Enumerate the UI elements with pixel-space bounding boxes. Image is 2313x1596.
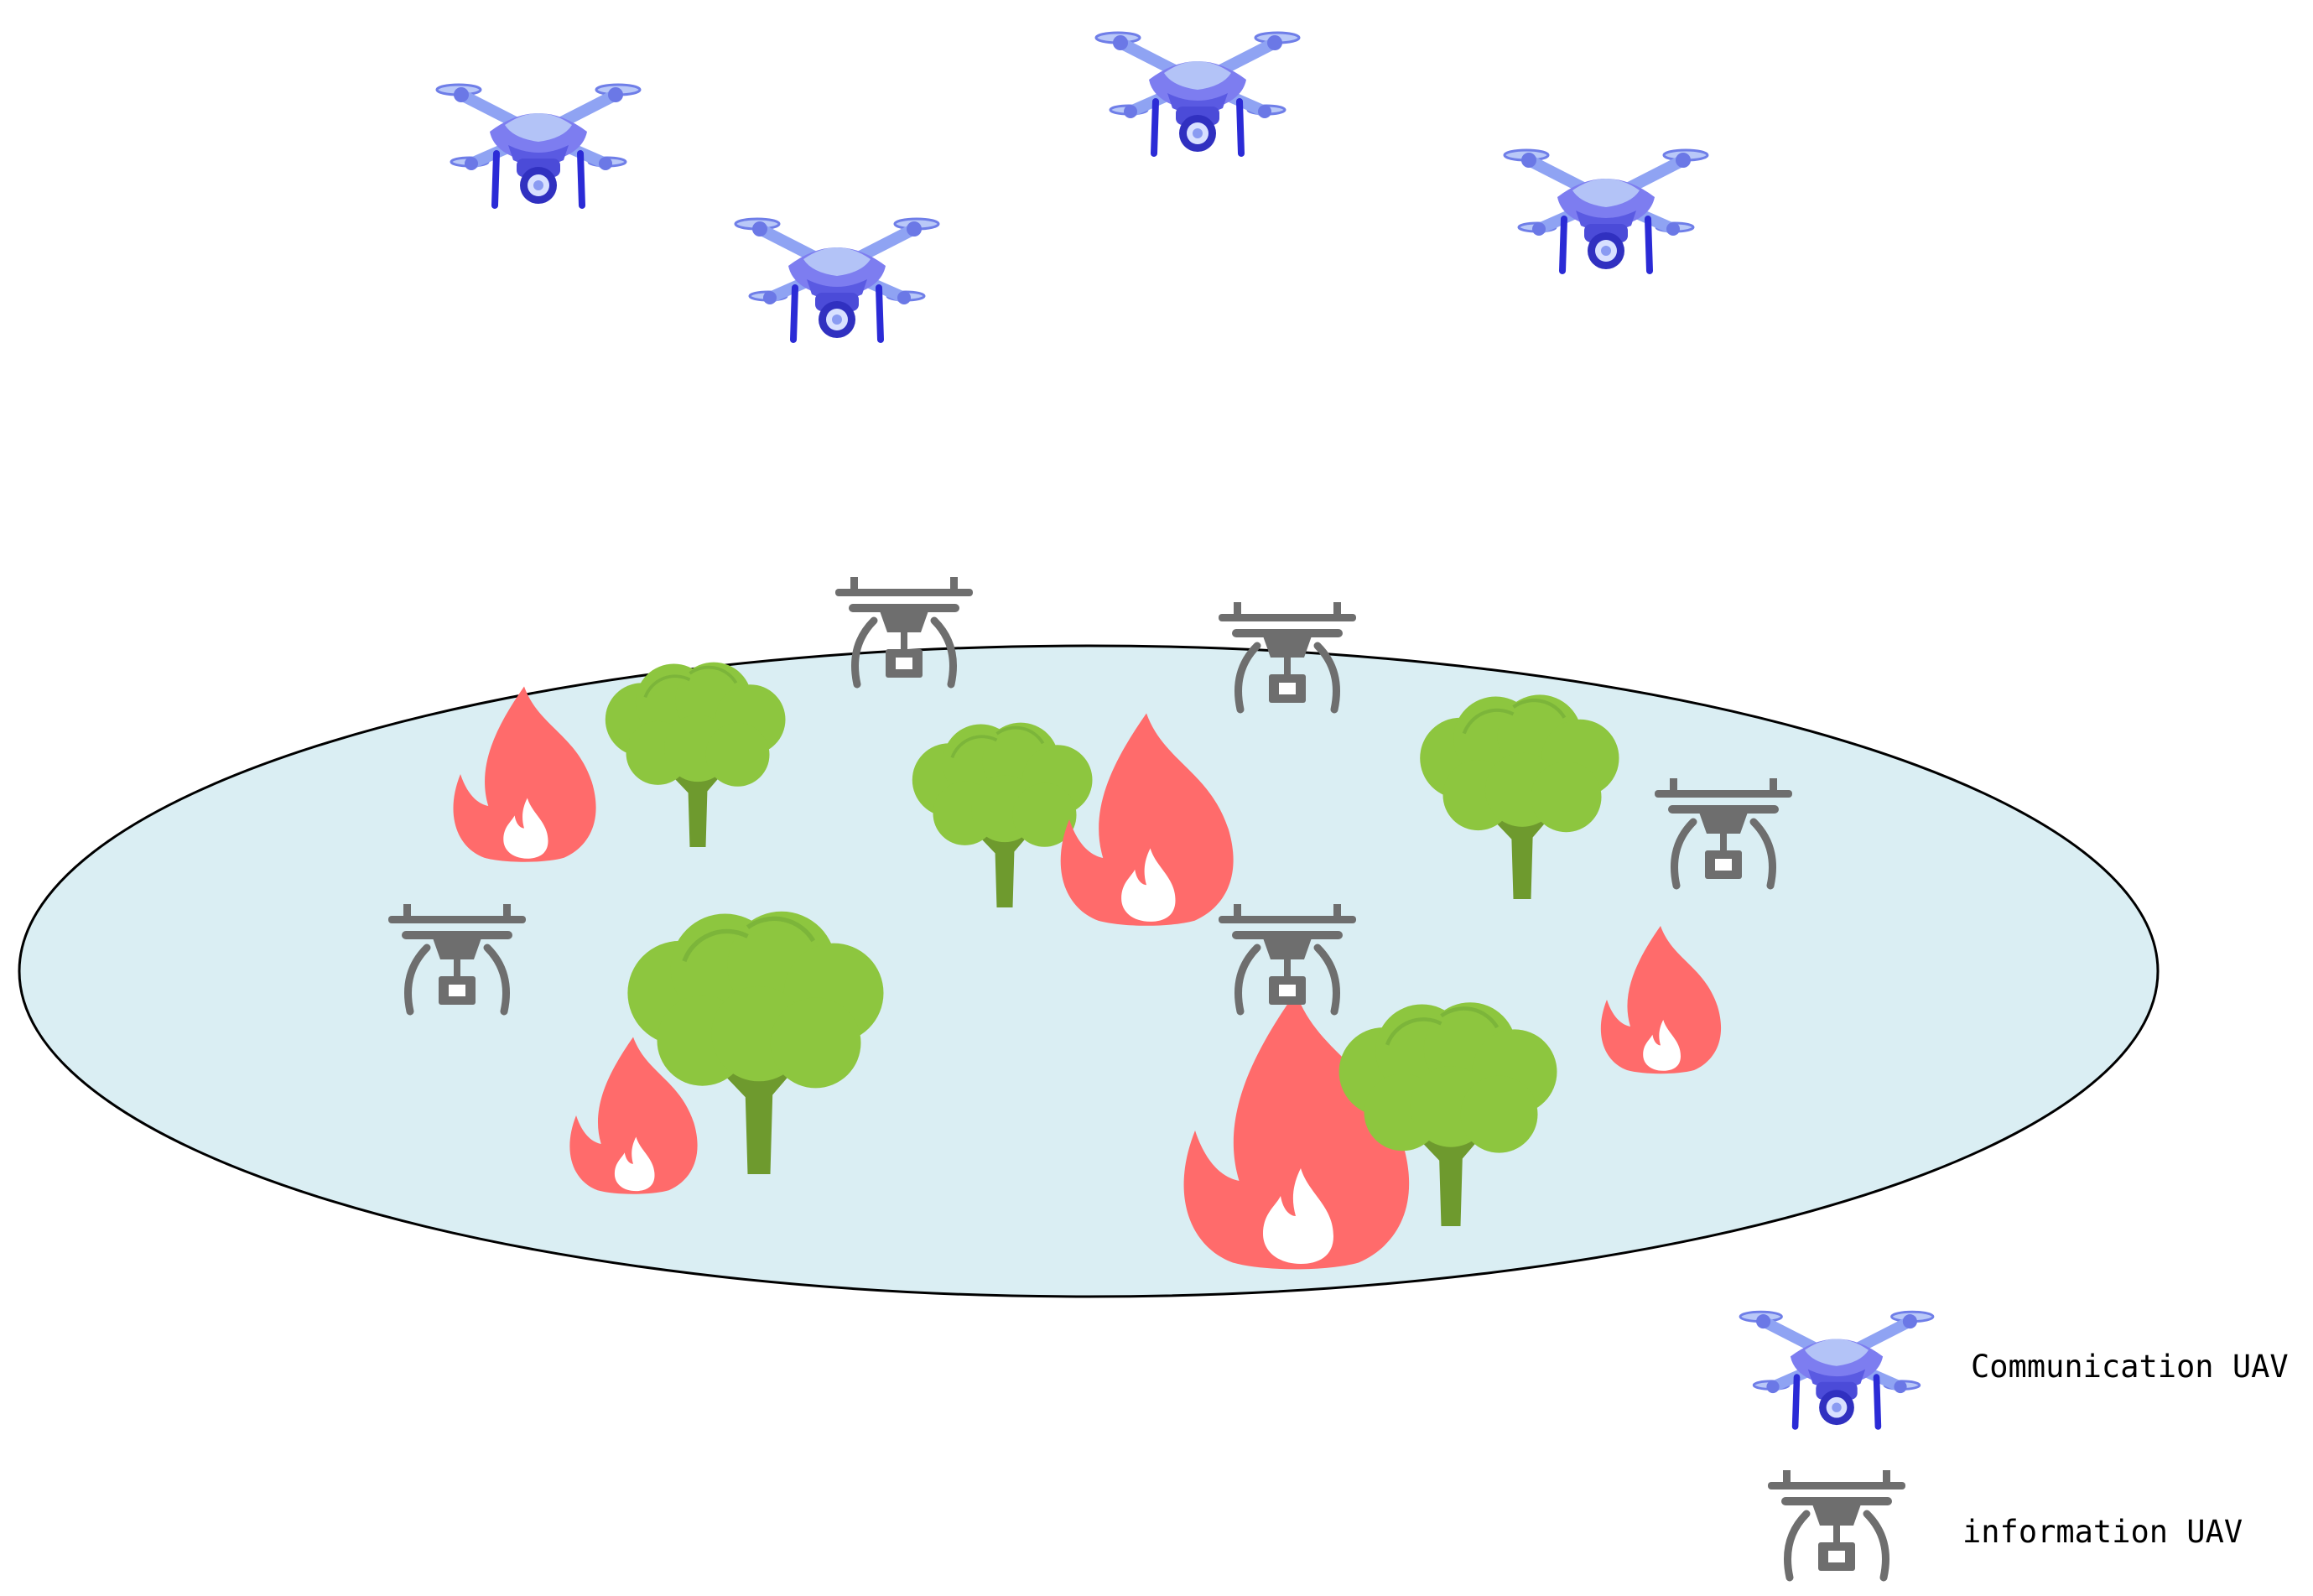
legend-information-uav-icon xyxy=(1768,1470,1905,1578)
legend-communication-uav-label: Communication UAV xyxy=(1971,1349,2289,1385)
legend xyxy=(1740,1312,1933,1578)
legend-communication-uav-icon xyxy=(1740,1312,1933,1427)
legend-information-uav-label: information UAV xyxy=(1962,1514,2243,1550)
information-uav-icon xyxy=(835,577,973,684)
communication-uav-icon xyxy=(735,219,938,340)
monitoring-area xyxy=(18,644,2160,1298)
communication-uav-icon xyxy=(1505,150,1707,271)
communication-uav-icon xyxy=(1096,33,1299,153)
communication-uav-icon xyxy=(437,85,640,205)
